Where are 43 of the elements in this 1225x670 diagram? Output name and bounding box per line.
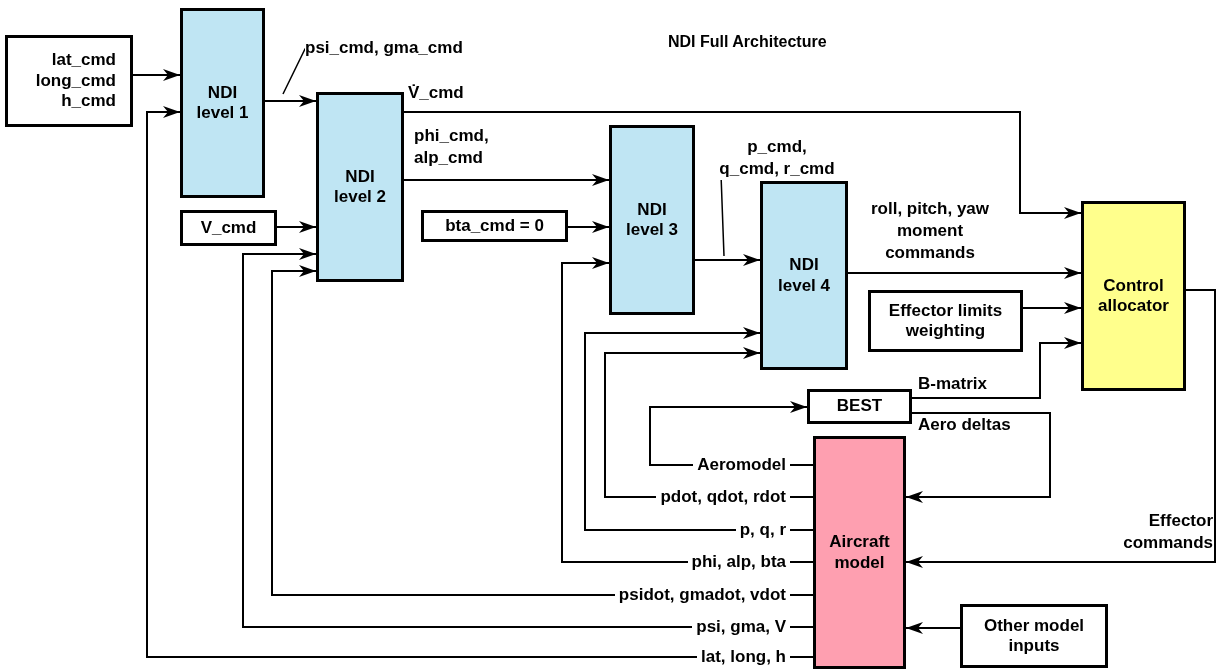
- arrow: [905, 289, 1216, 568]
- node-label: Effector limits weighting: [887, 300, 1004, 342]
- aircraft-model-block: [813, 436, 906, 669]
- node-label: Other model inputs: [982, 615, 1086, 657]
- command-input-box: [5, 35, 133, 127]
- arrow: [276, 221, 317, 233]
- arrow: [403, 111, 1082, 219]
- node-label: V_cmd: [199, 217, 258, 239]
- diagram-title: NDI Full Architecture: [668, 33, 827, 51]
- allocator-block: [1081, 201, 1186, 391]
- arrow: [146, 106, 814, 658]
- arrow: [264, 95, 317, 107]
- node-label: lat_cmd: [51, 50, 116, 71]
- controller-block: [609, 125, 695, 315]
- arrow: [911, 337, 1082, 399]
- command-input-box: [421, 210, 568, 242]
- node-label: NDI level 1: [195, 82, 250, 124]
- controller-block: [316, 92, 404, 282]
- node-label: NDI level 2: [333, 166, 387, 208]
- node-label: long_cmd: [35, 70, 116, 92]
- arrow: [694, 254, 761, 266]
- node-label: NDI level 4: [777, 255, 831, 296]
- arrow: [1022, 302, 1082, 314]
- node-label: h_cmd: [61, 91, 116, 112]
- node-label: Control allocator: [1097, 275, 1170, 317]
- input-box: [868, 290, 1023, 352]
- node-label: NDI level 3: [625, 199, 679, 241]
- arrow: [847, 267, 1082, 279]
- node-label: BEST: [835, 396, 884, 417]
- arrow: [242, 248, 814, 628]
- arrow: [567, 221, 610, 233]
- arrow: [584, 327, 814, 531]
- input-box: [960, 604, 1108, 668]
- command-input-box: [180, 210, 277, 246]
- node-label: Aircraft model: [828, 532, 891, 573]
- arrow: [403, 174, 610, 186]
- node-label: bta_cmd = 0: [444, 215, 545, 237]
- arrow: [905, 622, 961, 634]
- controller-block: [760, 181, 848, 370]
- estimator-box: [807, 389, 912, 424]
- controller-block: [180, 8, 265, 198]
- arrow: [905, 412, 1051, 503]
- arrow: [132, 69, 181, 81]
